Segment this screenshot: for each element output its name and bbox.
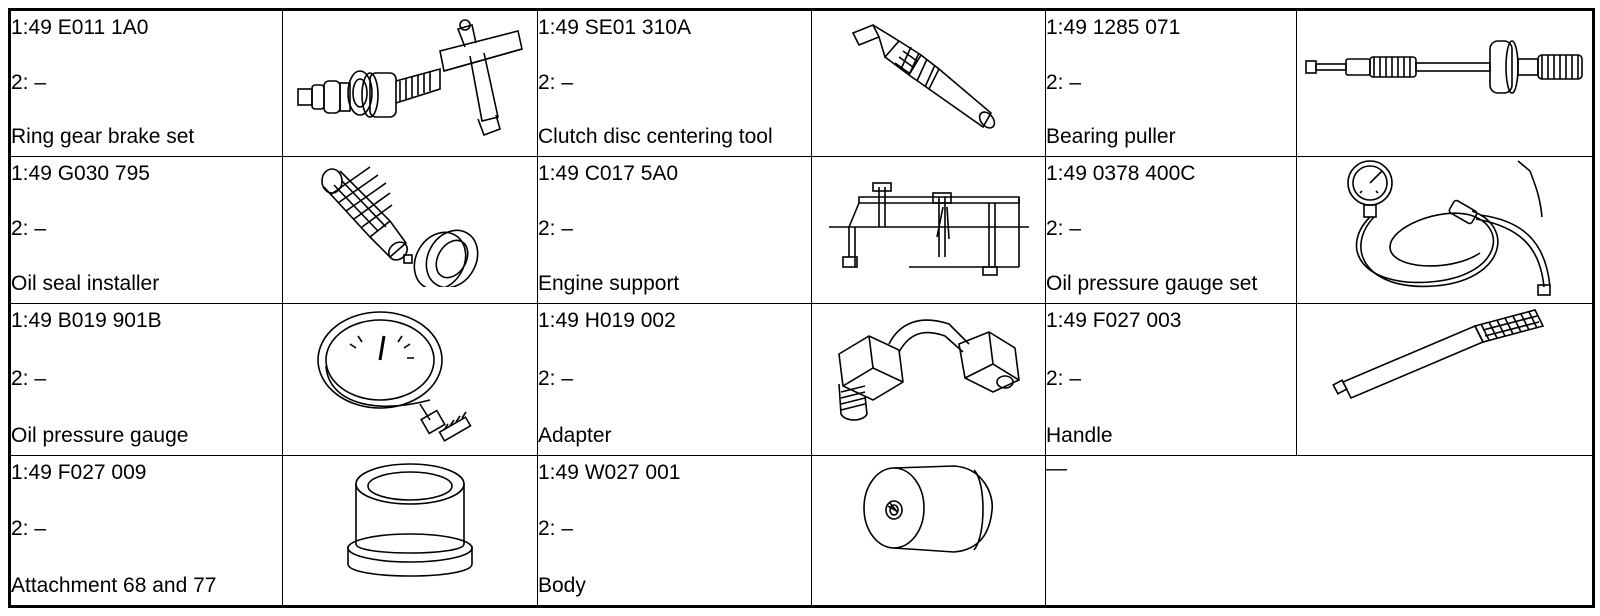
tool-name: Adapter: [538, 423, 612, 447]
tool-number: 1:49 F027 009: [11, 460, 147, 484]
tool-description-cell: 1:49 W027 001 2: – Body: [537, 454, 812, 608]
tool-description-cell: 1:49 F027 003 2: – Handle: [1045, 303, 1297, 456]
tool-number: 1:49 0378 400C: [1046, 162, 1196, 186]
tool-number: 1:49 1285 071: [1046, 16, 1181, 39]
tool-description-cell: 1:49 B019 901B 2: – Oil pressure gauge: [9, 303, 283, 456]
tool-name: Body: [538, 573, 586, 597]
tool-ref: 2: –: [538, 366, 574, 390]
tool-name: Engine support: [538, 272, 680, 296]
bearing-puller-illustration: [1296, 8, 1594, 158]
tool-description-cell: 1:49 SE01 310A 2: – Clutch disc centerin…: [537, 8, 812, 158]
oil-pressure-gauge-set-illustration: [1296, 156, 1594, 305]
tool-description-cell: 1:49 E011 1A0 2: – Ring gear brake set: [9, 8, 283, 158]
tool-name: Oil pressure gauge: [11, 423, 189, 447]
engine-support-illustration: [811, 156, 1046, 305]
tool-number: 1:49 G030 795: [11, 162, 150, 186]
adapter-illustration: [811, 303, 1046, 456]
tool-number: 1:49 H019 002: [538, 309, 676, 333]
tool-number: 1:49 F027 003: [1046, 309, 1182, 333]
attachment-illustration: [282, 454, 538, 608]
tool-description-cell: 1:49 G030 795 2: – Oil seal installer: [9, 156, 283, 305]
tool-number: 1:49 E011 1A0: [11, 16, 149, 39]
empty-cell: —: [1045, 454, 1594, 608]
tool-ref: 2: –: [1046, 366, 1082, 390]
tool-number: 1:49 C017 5A0: [538, 162, 679, 186]
table-row: 1:49 B019 901B 2: – Oil pressure gauge 1…: [9, 303, 1594, 456]
tool-ref: 2: –: [11, 517, 47, 541]
ring-gear-brake-set-illustration: [282, 8, 538, 158]
tool-ref: 2: –: [1046, 70, 1082, 94]
handle-illustration: [1296, 303, 1594, 456]
tool-ref: 2: –: [538, 217, 574, 241]
tool-number: 1:49 SE01 310A: [538, 16, 691, 39]
tool-name: Handle: [1046, 423, 1113, 447]
tool-name: Clutch disc centering tool: [538, 125, 773, 149]
tool-name: Bearing puller: [1046, 125, 1176, 149]
tool-name: Oil seal installer: [11, 272, 160, 296]
tool-name: Attachment 68 and 77: [11, 573, 217, 597]
tool-description-cell: 1:49 0378 400C 2: – Oil pressure gauge s…: [1045, 156, 1297, 305]
body-illustration: [811, 454, 1046, 608]
tool-ref: 2: –: [538, 70, 574, 94]
tool-description-cell: 1:49 H019 002 2: – Adapter: [537, 303, 812, 456]
tool-description-cell: 1:49 F027 009 2: – Attachment 68 and 77: [9, 454, 283, 608]
table-row: 1:49 G030 795 2: – Oil seal installer 1:…: [9, 156, 1594, 305]
tool-description-cell: 1:49 C017 5A0 2: – Engine support: [537, 156, 812, 305]
tool-number: 1:49 W027 001: [538, 460, 681, 484]
tool-name: Oil pressure gauge set: [1046, 272, 1258, 296]
tool-ref: 2: –: [11, 366, 47, 390]
tool-ref: 2: –: [11, 70, 47, 94]
tool-ref: 2: –: [538, 517, 574, 541]
tool-ref: 2: –: [11, 217, 47, 241]
table-row: 1:49 E011 1A0 2: – Ring gear brake set: [9, 8, 1594, 158]
empty-cell-dash: —: [1046, 456, 1068, 480]
oil-seal-installer-illustration: [282, 156, 538, 305]
table-row: 1:49 F027 009 2: – Attachment 68 and 77 …: [9, 454, 1594, 608]
oil-pressure-gauge-illustration: [282, 303, 538, 456]
clutch-disc-centering-tool-illustration: [811, 8, 1046, 158]
tool-description-cell: 1:49 1285 071 2: – Bearing puller: [1045, 8, 1297, 158]
tool-ref: 2: –: [1046, 217, 1082, 241]
tool-number: 1:49 B019 901B: [11, 309, 162, 333]
tool-name: Ring gear brake set: [11, 125, 195, 149]
tool-table: 1:49 E011 1A0 2: – Ring gear brake set: [8, 8, 1595, 608]
